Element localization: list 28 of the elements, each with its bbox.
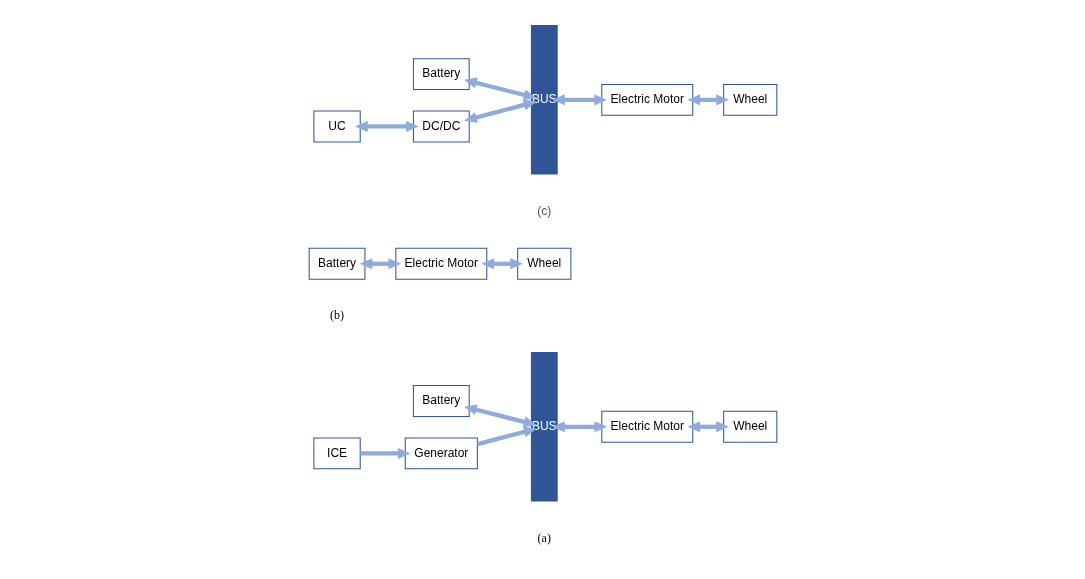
arrow: [359, 447, 410, 459]
node-box: Battery: [308, 247, 365, 280]
arrow: [463, 77, 536, 101]
arrow: [687, 421, 729, 433]
node-box: Wheel: [516, 247, 571, 280]
node-box: Electric Motor: [600, 410, 693, 443]
node-box: Electric Motor: [394, 247, 487, 280]
label: (b): [329, 308, 344, 323]
node-box: Generator: [404, 437, 478, 470]
label: (c): [536, 203, 551, 218]
arrow: [551, 421, 607, 433]
arrow: [476, 426, 536, 447]
arrow: [686, 94, 729, 106]
node-box: Wheel: [722, 83, 777, 116]
node-box: Electric Motor: [600, 83, 693, 116]
label: (a): [537, 530, 551, 545]
node-box: ICE: [312, 437, 361, 470]
arrow: [354, 120, 419, 132]
node-box: Battery: [412, 385, 470, 417]
arrow: [551, 94, 607, 106]
node-box: DC/DC: [412, 110, 470, 143]
arrow: [359, 258, 401, 270]
arrow: [463, 404, 536, 428]
arrow: [481, 258, 523, 270]
arrow: [463, 99, 536, 123]
node-box: Battery: [412, 58, 470, 91]
node-box: Wheel: [722, 410, 777, 443]
node-box: UC: [312, 110, 361, 143]
